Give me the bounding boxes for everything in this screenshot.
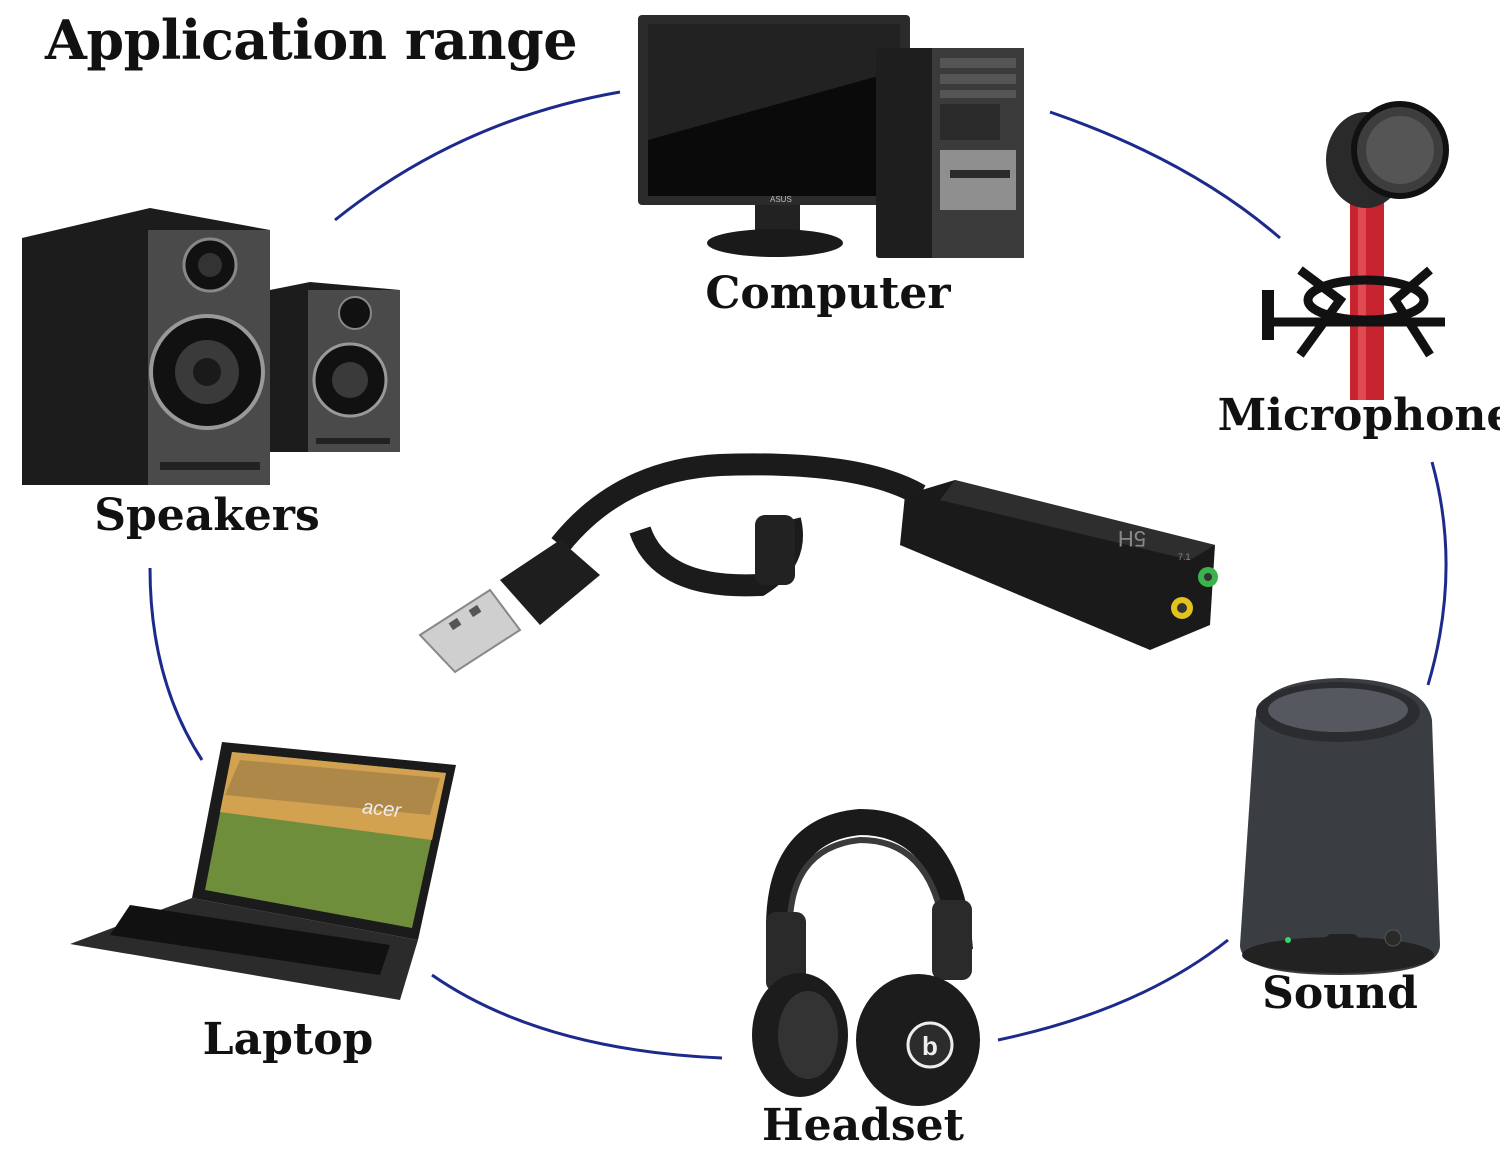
laptop-brand: acer — [361, 796, 403, 822]
speakers-icon — [22, 208, 400, 485]
adapter-model: 7.1 — [1178, 552, 1191, 562]
usb-sound-adapter-icon: 5H 7.1 — [418, 453, 1218, 674]
laptop-label: Laptop — [202, 1014, 374, 1065]
computer-label: Computer — [705, 268, 951, 319]
connector-headset-laptop — [431, 973, 723, 1060]
headset-icon: b — [752, 808, 980, 1106]
laptop-icon: acer — [70, 742, 456, 1000]
microphone-icon — [1262, 101, 1449, 400]
page-title: Application range — [45, 8, 578, 72]
connector-computer-microphone — [1049, 110, 1281, 240]
connector-speakers-computer — [334, 90, 621, 222]
connector-laptop-speakers — [148, 567, 204, 761]
speakers-label: Speakers — [94, 490, 320, 541]
sound-speaker-icon — [1240, 678, 1440, 975]
headset-brand: b — [922, 1031, 938, 1061]
adapter-marking: 5H — [1118, 526, 1146, 551]
monitor-brand: ASUS — [770, 195, 792, 204]
headset-label: Headset — [762, 1100, 964, 1151]
connector-sound-headset — [997, 938, 1229, 1042]
connector-lines — [148, 90, 1448, 1060]
sound-label: Sound — [1262, 968, 1418, 1019]
computer-icon: ASUS — [638, 15, 1024, 258]
microphone-label: Microphone — [1217, 390, 1500, 441]
connector-microphone-sound — [1426, 461, 1448, 686]
